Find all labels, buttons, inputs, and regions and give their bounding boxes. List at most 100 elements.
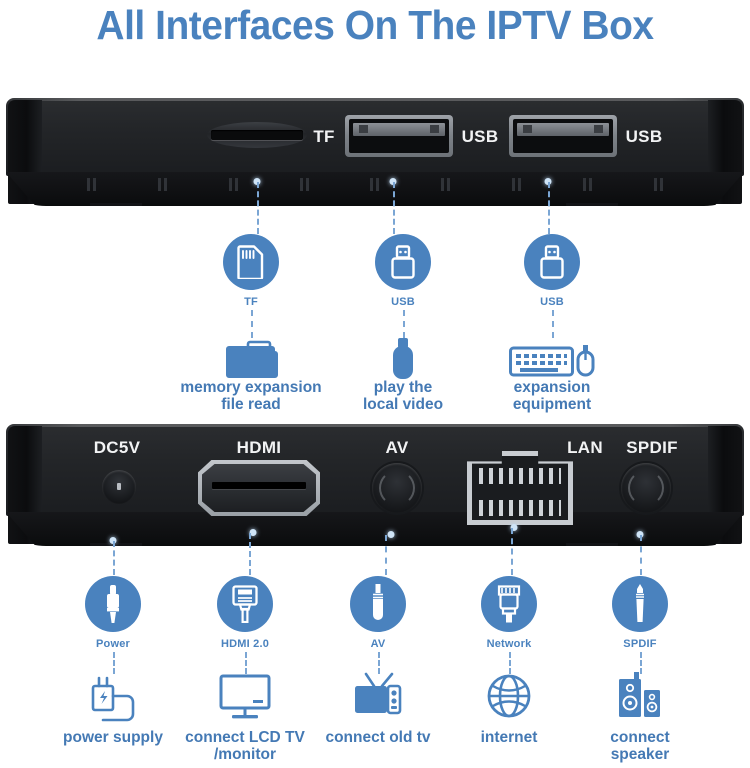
circle-label-tf: TF bbox=[244, 296, 258, 308]
callout-dot-tf bbox=[253, 178, 261, 185]
callout-line-usb2 bbox=[548, 182, 550, 234]
feature-icon-power-adapter bbox=[84, 674, 142, 724]
vent bbox=[299, 178, 309, 191]
device-base bbox=[6, 512, 744, 546]
circle-icon-power[interactable] bbox=[85, 576, 141, 632]
port-label-usb-2: USB bbox=[625, 127, 663, 146]
usb-port-2[interactable] bbox=[509, 115, 617, 157]
hdmi-slot bbox=[212, 482, 306, 489]
feature-caption-memory: memory expansion file read bbox=[180, 379, 322, 414]
usb-pin bbox=[594, 125, 603, 133]
vent-slots bbox=[87, 178, 663, 191]
globe-icon bbox=[487, 674, 531, 718]
usb-port-1[interactable] bbox=[345, 115, 453, 157]
lan-port[interactable] bbox=[467, 451, 573, 525]
vent bbox=[87, 178, 97, 191]
callout-line-hdmi bbox=[249, 533, 251, 575]
circle-label-hdmi: HDMI 2.0 bbox=[220, 638, 270, 650]
device-base bbox=[6, 172, 744, 206]
vent bbox=[653, 178, 663, 191]
circle-icon-usb-1[interactable] bbox=[375, 234, 431, 290]
feature-icon-usb-stick bbox=[392, 338, 414, 380]
vent bbox=[441, 178, 451, 191]
circle-icon-spdif[interactable] bbox=[612, 576, 668, 632]
usb-cavity bbox=[513, 119, 613, 153]
callout-line-power bbox=[113, 541, 115, 575]
feature-caption-old-tv: connect old tv bbox=[325, 729, 431, 746]
vent bbox=[512, 178, 522, 191]
circle-label-usb-1: USB bbox=[391, 296, 415, 308]
usb-pin bbox=[523, 125, 532, 133]
front-panel-device: TF USB USB bbox=[6, 98, 744, 206]
lan-pins-top bbox=[479, 468, 561, 484]
callout-line-spdif-2 bbox=[640, 652, 642, 674]
port-label-spdif: SPDIF bbox=[626, 438, 678, 457]
circle-label-spdif: SPDIF bbox=[623, 638, 657, 650]
power-adapter-icon bbox=[91, 676, 135, 722]
callout-dot-hdmi bbox=[249, 529, 257, 536]
av-plug-icon bbox=[373, 584, 383, 620]
dc-power-jack[interactable] bbox=[102, 470, 136, 504]
circle-label-power: Power bbox=[95, 638, 131, 650]
tf-slot-opening bbox=[211, 130, 303, 140]
feature-icon-speakers bbox=[617, 672, 663, 720]
feature-icon-monitor bbox=[219, 674, 271, 720]
callout-line-tf bbox=[257, 182, 259, 234]
callout-dot-spdif bbox=[636, 531, 644, 538]
circle-label-av: AV bbox=[370, 638, 386, 650]
callout-line-usb1 bbox=[393, 182, 395, 234]
power-plug-icon bbox=[107, 585, 119, 623]
circle-icon-tf[interactable] bbox=[223, 234, 279, 290]
circle-icon-hdmi[interactable] bbox=[217, 576, 273, 632]
device-foot bbox=[90, 543, 142, 546]
page-title: All Interfaces On The IPTV Box bbox=[96, 2, 654, 48]
monitor-icon bbox=[219, 674, 271, 719]
callout-line-network-2 bbox=[509, 652, 511, 674]
feature-caption-power-supply: power supply bbox=[63, 729, 163, 746]
speakers-icon bbox=[619, 672, 660, 717]
callout-line-lan bbox=[511, 528, 513, 575]
callout-dot-lan bbox=[510, 524, 518, 531]
vent bbox=[370, 178, 380, 191]
feature-icon-old-tv bbox=[352, 672, 404, 720]
circle-icon-usb-2[interactable] bbox=[524, 234, 580, 290]
old-tv-icon bbox=[355, 672, 402, 715]
spdif-jack[interactable] bbox=[621, 463, 671, 513]
feature-icon-keyboard-mouse bbox=[509, 344, 595, 378]
port-label-dc5v: DC5V bbox=[93, 438, 141, 457]
device-foot bbox=[566, 543, 618, 546]
callout-dot-power bbox=[109, 537, 117, 544]
port-label-hdmi: HDMI bbox=[236, 438, 282, 457]
callout-line-usb1-2 bbox=[403, 310, 405, 338]
usb-pin bbox=[359, 125, 368, 133]
vent bbox=[228, 178, 238, 191]
feature-caption-video: play the local video bbox=[362, 379, 444, 414]
device-foot bbox=[566, 203, 618, 206]
circle-label-usb-2: USB bbox=[540, 296, 564, 308]
feature-caption-expansion: expansion equipment bbox=[512, 379, 592, 414]
av-jack[interactable] bbox=[372, 463, 422, 513]
usb-tongue bbox=[517, 123, 609, 136]
feature-caption-internet: internet bbox=[480, 729, 538, 746]
circle-icon-network[interactable] bbox=[481, 576, 537, 632]
usb-stick-icon bbox=[393, 338, 413, 379]
circle-icon-av[interactable] bbox=[350, 576, 406, 632]
callout-line-tf-2 bbox=[251, 310, 253, 338]
callout-line-av bbox=[385, 535, 387, 575]
callout-dot-av bbox=[387, 531, 395, 538]
callout-line-spdif bbox=[640, 535, 642, 575]
spdif-plug-icon bbox=[636, 584, 644, 622]
feature-caption-lcd-tv: connect LCD TV /monitor bbox=[185, 729, 305, 764]
hdmi-port[interactable] bbox=[198, 460, 320, 516]
usb-cavity bbox=[349, 119, 449, 153]
port-label-av: AV bbox=[385, 438, 409, 457]
device-foot bbox=[90, 203, 142, 206]
feature-icon-globe bbox=[487, 674, 531, 718]
sd-card-icon bbox=[237, 245, 264, 279]
usb-drive-icon bbox=[540, 245, 564, 279]
callout-line-usb2-2 bbox=[552, 310, 554, 338]
vent bbox=[158, 178, 167, 191]
usb-drive-icon bbox=[391, 245, 415, 279]
tf-card-slot[interactable] bbox=[207, 122, 307, 148]
